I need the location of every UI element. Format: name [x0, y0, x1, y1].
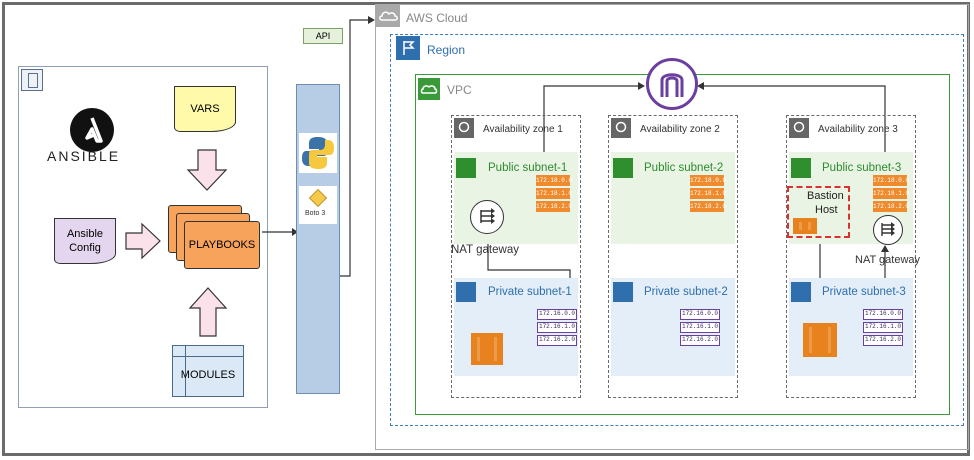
- az1-label: Availability zone 1: [483, 124, 563, 135]
- boto3-label: Boto 3: [305, 210, 326, 217]
- public-cidr-2-1: 172.18.1.0: [690, 188, 727, 199]
- ansible-logo-icon: [70, 108, 114, 152]
- boto3-box: Boto 3: [299, 186, 337, 224]
- modules-label: MODULES: [180, 369, 236, 381]
- private-subnet-3-label: Private subnet-3: [822, 286, 906, 298]
- modules-document: MODULES: [172, 345, 244, 397]
- ec2-instance-1-icon: [471, 333, 503, 365]
- boto-api-bar: [296, 84, 340, 394]
- bastion-host-label-2: Host: [815, 204, 838, 216]
- vars-label: VARS: [190, 103, 220, 115]
- private-route-table-2: 172.16.0.0 172.16.1.0 172.16.2.0: [680, 309, 720, 348]
- private-cidr-1-1: 172.16.1.0: [537, 322, 577, 333]
- public-route-table-1: 172.18.0.0 172.18.1.0 172.18.2.0: [536, 175, 573, 214]
- private-subnet-1-label: Private subnet-1: [488, 286, 572, 298]
- public-subnet-3-label: Public subnet-3: [822, 162, 902, 174]
- bastion-host-label-1: Bastion: [807, 190, 844, 202]
- nat-gateway-3-icon: [873, 215, 903, 245]
- private-cidr-1-2: 172.16.2.0: [537, 335, 577, 346]
- internet-gateway-icon: [646, 58, 698, 110]
- aws-cloud-label: AWS Cloud: [406, 11, 468, 25]
- aws-cloud-group: [375, 4, 969, 450]
- private-subnet-3-lock-icon: [791, 282, 811, 302]
- az2-pin-icon: [611, 118, 631, 138]
- private-subnet-2-label: Private subnet-2: [644, 286, 728, 298]
- az2-label: Availability zone 2: [640, 124, 720, 135]
- private-subnet-2-lock-icon: [613, 282, 633, 302]
- private-route-table-1: 172.16.0.0 172.16.1.0 172.16.2.0: [537, 309, 577, 348]
- public-cidr-1-2: 172.18.2.0: [536, 201, 573, 212]
- ec2-instance-3-icon: [803, 323, 837, 357]
- public-subnet-2-lock-icon: [613, 158, 633, 178]
- bastion-host-box: Bastion Host: [787, 186, 850, 238]
- ansible-config-label-1: Ansible: [66, 228, 104, 240]
- region-label: Region: [427, 43, 466, 57]
- ansible-config-label-2: Config: [69, 242, 101, 254]
- az3-pin-icon: [789, 118, 809, 138]
- ansible-logo-text: ANSIBLE: [47, 148, 121, 164]
- boto3-icon: [308, 188, 328, 208]
- python-icon: [299, 133, 337, 173]
- public-cidr-2-2: 172.18.2.0: [690, 201, 727, 212]
- public-cidr-3-1: 172.18.1.0: [873, 188, 910, 199]
- public-cidr-1-0: 172.18.0.0: [536, 175, 573, 186]
- private-subnet-1-lock-icon: [456, 282, 476, 302]
- region-flag-icon: [396, 36, 420, 60]
- server-icon: [21, 69, 43, 91]
- availability-zone-1: [451, 115, 581, 398]
- bastion-ec2-icon: [793, 218, 817, 234]
- private-route-table-3: 172.16.0.0 172.16.1.0 172.16.2.0: [863, 309, 903, 348]
- region-group: [390, 34, 964, 426]
- availability-zone-2: [608, 115, 738, 398]
- nat-gateway-1-label: NAT gateway: [451, 244, 519, 256]
- private-cidr-3-0: 172.16.0.0: [863, 309, 903, 320]
- nat-gateway-1-icon: [470, 200, 504, 234]
- public-subnet-2-label: Public subnet-2: [644, 162, 724, 174]
- vars-document: VARS: [174, 86, 236, 132]
- private-cidr-1-0: 172.16.0.0: [537, 309, 577, 320]
- vpc-icon: [418, 78, 440, 100]
- private-cidr-2-0: 172.16.0.0: [680, 309, 720, 320]
- public-cidr-3-0: 172.18.0.0: [873, 175, 910, 186]
- playbooks-label: PLAYBOOKS: [188, 239, 256, 251]
- private-cidr-3-1: 172.16.1.0: [863, 322, 903, 333]
- playbooks-stack: PLAYBOOKS: [168, 205, 268, 275]
- arrow-config-to-playbooks: [125, 222, 161, 260]
- arrow-vars-to-playbooks: [186, 149, 228, 191]
- public-cidr-3-2: 172.18.2.0: [873, 201, 910, 212]
- arrow-modules-to-playbooks: [188, 287, 228, 337]
- private-cidr-2-2: 172.16.2.0: [680, 335, 720, 346]
- vpc-label: VPC: [447, 83, 472, 97]
- private-cidr-2-1: 172.16.1.0: [680, 322, 720, 333]
- availability-zone-3: [786, 115, 916, 398]
- public-subnet-3-lock-icon: [791, 158, 811, 178]
- az3-label: Availability zone 3: [818, 124, 898, 135]
- public-cidr-1-1: 172.18.1.0: [536, 188, 573, 199]
- api-label: API: [315, 31, 331, 41]
- private-cidr-3-2: 172.16.2.0: [863, 335, 903, 346]
- az1-pin-icon: [454, 118, 474, 138]
- nat-gateway-3-label: NAT gateway: [855, 254, 921, 266]
- public-cidr-2-0: 172.18.0.0: [690, 175, 727, 186]
- public-route-table-2: 172.18.0.0 172.18.1.0 172.18.2.0: [690, 175, 727, 214]
- public-subnet-1-lock-icon: [456, 158, 476, 178]
- public-subnet-1-label: Public subnet-1: [488, 162, 568, 174]
- aws-cloud-icon: [376, 5, 400, 27]
- public-route-table-3: 172.18.0.0 172.18.1.0 172.18.2.0: [873, 175, 910, 214]
- api-label-box: API: [303, 28, 343, 44]
